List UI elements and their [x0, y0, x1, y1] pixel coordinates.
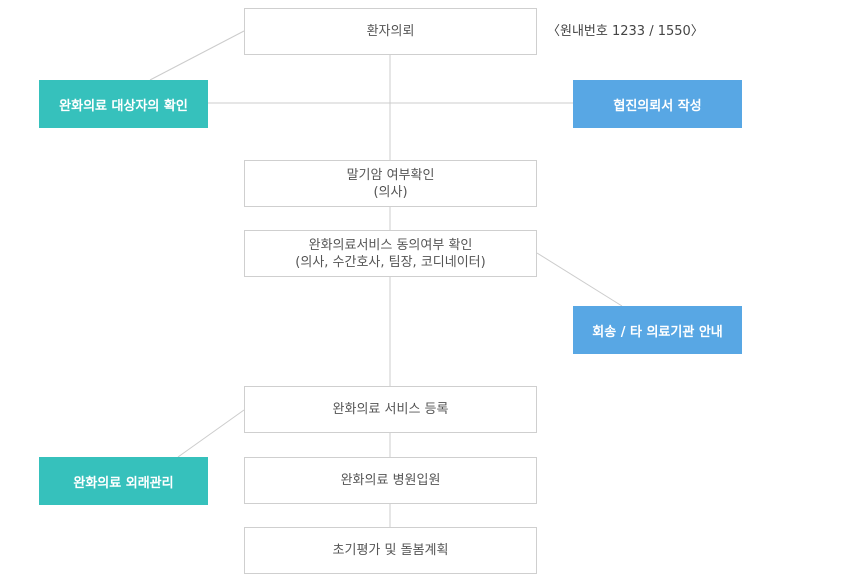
terminal-cancer-check-sub: (의사)	[373, 184, 408, 200]
hospital-admission-label: 완화의료 병원입원	[340, 473, 441, 488]
service-consent-box: 완화의료서비스 동의여부 확인 (의사, 수간호사, 팀장, 코디네이터)	[244, 230, 537, 277]
terminal-cancer-check-box: 말기암 여부확인 (의사)	[244, 160, 537, 207]
patient-request-label: 환자의뢰	[366, 24, 415, 39]
transfer-guide-label: 회송 / 타 의료기관 안내	[592, 324, 723, 340]
diagonal-line-request	[149, 30, 245, 81]
outpatient-management-box: 완화의료 외래관리	[39, 457, 208, 505]
outpatient-management-label: 완화의료 외래관리	[73, 475, 174, 491]
referral-letter-label: 협진의뢰서 작성	[613, 98, 702, 114]
service-registration-label: 완화의료 서비스 등록	[332, 402, 449, 417]
initial-assessment-box: 초기평가 및 돌봄계획	[244, 527, 537, 574]
service-consent-sub: (의사, 수간호사, 팀장, 코디네이터)	[295, 254, 486, 270]
initial-assessment-label: 초기평가 및 돌봄계획	[332, 543, 449, 558]
target-check-box: 완화의료 대상자의 확인	[39, 80, 208, 128]
target-check-label: 완화의료 대상자의 확인	[59, 98, 188, 114]
service-registration-box: 완화의료 서비스 등록	[244, 386, 537, 433]
service-consent-label: 완화의료서비스 동의여부 확인	[308, 237, 473, 253]
patient-request-box: 환자의뢰	[244, 8, 537, 55]
transfer-guide-box: 회송 / 타 의료기관 안내	[573, 306, 742, 354]
hospital-admission-box: 완화의료 병원입원	[244, 457, 537, 504]
diagonal-line-outpatient	[177, 409, 245, 458]
terminal-cancer-check-label: 말기암 여부확인	[346, 167, 435, 183]
referral-letter-box: 협진의뢰서 작성	[573, 80, 742, 128]
internal-number-note: 〈원내번호 1233 / 1550〉	[547, 24, 704, 39]
diagonal-line-transfer	[536, 252, 623, 307]
